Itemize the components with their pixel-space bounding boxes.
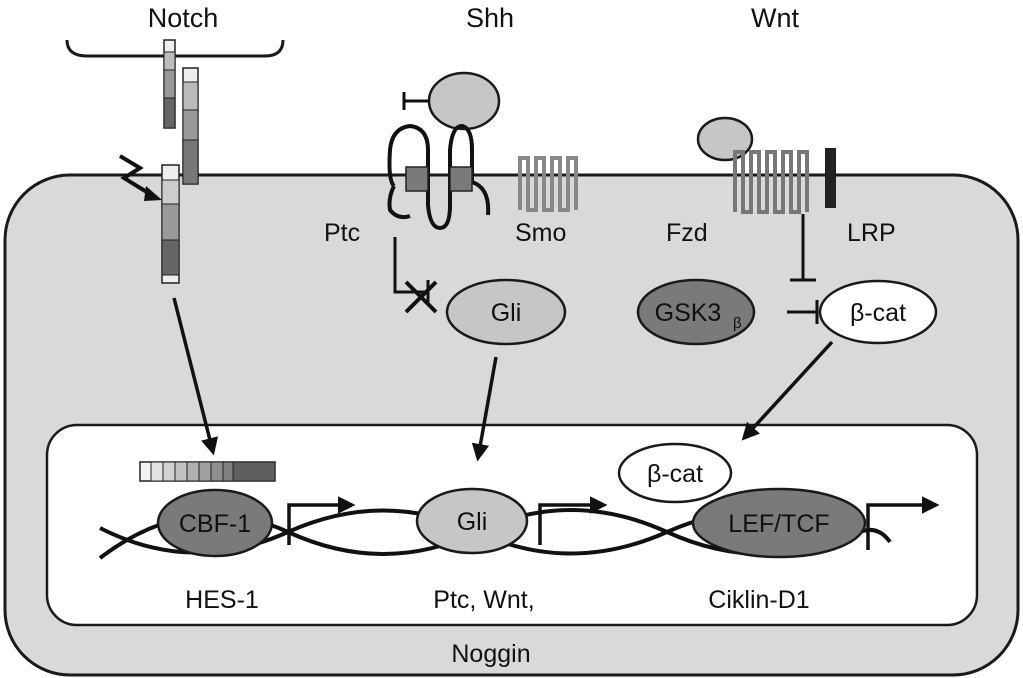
bcat-nucleus-label: β-cat (647, 460, 703, 488)
lef-tcf (691, 487, 867, 559)
ptc-domain-1 (405, 166, 429, 192)
lef-tcf-label: LEF/TCF (728, 510, 829, 538)
notch-receptor (161, 164, 180, 284)
wnt-title: Wnt (751, 3, 800, 33)
lrp-receptor (825, 148, 836, 208)
nicd-fragment (139, 461, 276, 482)
wnt-ligand (696, 116, 754, 162)
bcat-cytoplasm-label: β-cat (850, 299, 906, 327)
bcat-cytoplasm (818, 279, 938, 345)
ptc-label: Ptc (324, 219, 360, 247)
ptc-domain-2 (449, 166, 473, 192)
cyclin-transcription-arrow (866, 496, 940, 550)
smo-label: Smo (515, 219, 566, 247)
noggin-label: Noggin (451, 640, 530, 668)
notch-nicd-arrow (172, 297, 219, 456)
gsk3b-label: GSK3 (655, 299, 722, 327)
gsk3b-subscript: β (733, 315, 742, 332)
hes1-transcription-arrow (287, 496, 356, 545)
gli-cytoplasm-label: Gli (491, 299, 522, 327)
ptc-wnt-label: Ptc, Wnt, (433, 586, 534, 614)
shh-title: Shh (466, 3, 514, 33)
gli-nuclear-arrow (471, 356, 498, 462)
cleavage-arrowhead-icon (144, 186, 162, 201)
smo-receptor (518, 156, 578, 212)
gli-nucleus (415, 487, 529, 555)
gsk3b (636, 278, 756, 346)
gli-nucleus-label: Gli (457, 508, 488, 536)
blocked-x-icon (404, 280, 438, 314)
fzd-label: Fzd (666, 219, 708, 247)
cbf1-label: CBF-1 (179, 510, 251, 538)
shh-ligand (427, 71, 501, 131)
notch-ligand-bar-1 (163, 39, 176, 129)
notch-title: Notch (148, 3, 219, 33)
ciklin-label: Ciklin-D1 (708, 586, 809, 614)
gli-transcription-arrow (538, 496, 608, 545)
notch-ligand-bar-2 (182, 67, 199, 185)
cleavage-lightning-icon (118, 154, 152, 196)
gli-cytoplasm (445, 278, 567, 346)
ptc-receptor (387, 123, 491, 231)
bcat-nucleus (617, 442, 733, 504)
hes1-label: HES-1 (185, 586, 259, 614)
fzd-receptor (733, 150, 809, 214)
lrp-label: LRP (847, 219, 896, 247)
cbf1 (156, 488, 274, 558)
notch-ligand-bracket (65, 39, 285, 58)
bcat-nuclear-arrow (741, 340, 834, 441)
